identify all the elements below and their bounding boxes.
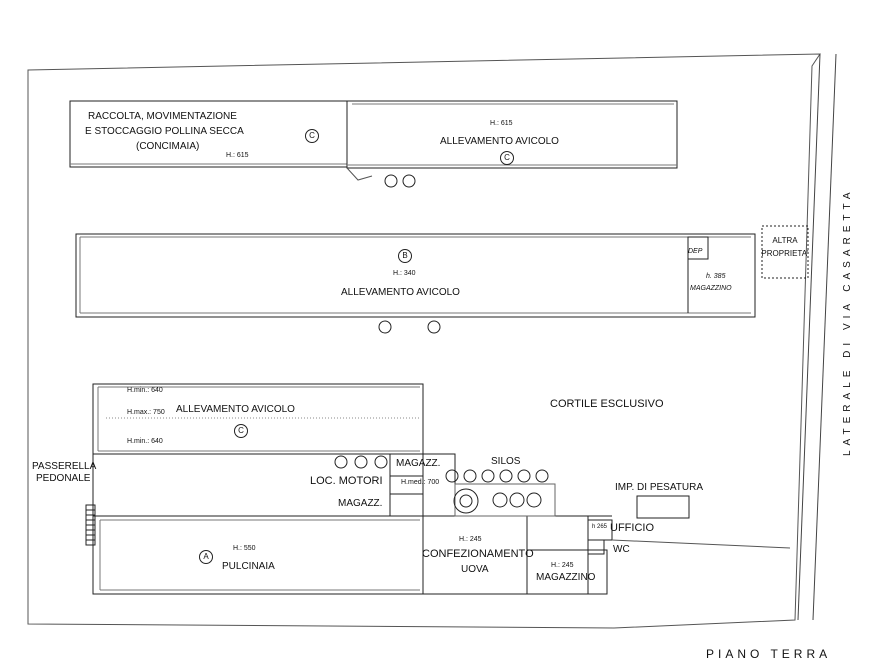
walkway-label-1: PASSERELLA bbox=[32, 461, 97, 472]
magazzino-small-name: MAGAZZINO bbox=[536, 572, 596, 583]
courtyard-label: CORTILE ESCLUSIVO bbox=[550, 398, 664, 410]
silos-group bbox=[334, 174, 549, 514]
building-allevamento-b bbox=[75, 233, 756, 318]
magazzino-small-height: H.: 245 bbox=[551, 562, 574, 569]
concimaia-line3: (CONCIMAIA) bbox=[136, 141, 200, 152]
wc-room bbox=[587, 539, 605, 555]
silos-area bbox=[454, 483, 556, 517]
concimaia-height: H.: 615 bbox=[226, 152, 249, 159]
ufficio-label: UFFICIO bbox=[610, 522, 654, 534]
road-line-left bbox=[797, 53, 821, 621]
top-right-marker: C bbox=[500, 151, 514, 165]
top-right-height: H.: 615 bbox=[490, 120, 513, 127]
store-height: h. 385 bbox=[706, 273, 726, 280]
concimaia-line2: E STOCCAGGIO POLLINA SECCA bbox=[85, 126, 244, 137]
altra-proprieta bbox=[761, 225, 809, 279]
confezionamento-line1: CONFEZIONAMENTO bbox=[422, 548, 534, 560]
building-pulcinaia bbox=[92, 515, 424, 595]
building-b-marker: B bbox=[398, 249, 412, 263]
pesatura-label: IMP. DI PESATURA bbox=[615, 482, 703, 493]
pulcinaia-name: PULCINAIA bbox=[222, 561, 275, 572]
pulcinaia-marker: A bbox=[199, 550, 213, 564]
magazz-top-label: MAGAZZ. bbox=[396, 458, 441, 469]
silos-label: SILOS bbox=[491, 456, 521, 467]
magazz-bottom-label: MAGAZZ. bbox=[338, 498, 383, 509]
plan-title: PIANO TERRA bbox=[706, 647, 832, 661]
neighbor-label-1: ALTRA bbox=[772, 236, 798, 245]
concimaia-line1: RACCOLTA, MOVIMENTAZIONE bbox=[88, 111, 237, 122]
building-c-hmax: H.max.: 750 bbox=[127, 409, 165, 416]
building-c-hmin2: H.min.: 640 bbox=[127, 438, 163, 445]
building-c-name: ALLEVAMENTO AVICOLO bbox=[176, 404, 295, 415]
road-line-right bbox=[812, 53, 837, 621]
hmed-label: H.med.: 700 bbox=[401, 479, 440, 486]
ufficio-room bbox=[587, 519, 613, 541]
road-label: LATERALE DI VIA CASARETTA bbox=[842, 187, 853, 456]
pulcinaia-height: H.: 550 bbox=[233, 545, 256, 552]
dep-label: DEP bbox=[688, 248, 703, 255]
building-c-marker: C bbox=[234, 424, 248, 438]
loc-motori-label: LOC. MOTORI bbox=[310, 475, 383, 487]
building-b-name: ALLEVAMENTO AVICOLO bbox=[341, 287, 460, 298]
confezionamento-height: H.: 245 bbox=[459, 536, 482, 543]
wc-label: WC bbox=[613, 544, 630, 555]
concimaia-marker: C bbox=[305, 129, 319, 143]
building-c-hmin1: H.min.: 640 bbox=[127, 387, 163, 394]
neighbor-label-2: PROPRIETA' bbox=[761, 249, 809, 258]
walkway-label-2: PEDONALE bbox=[36, 473, 91, 484]
store-label: MAGAZZINO bbox=[690, 285, 732, 292]
top-right-name: ALLEVAMENTO AVICOLO bbox=[440, 136, 559, 147]
building-allevamento-c-top bbox=[346, 100, 678, 169]
confezionamento-line2: UOVA bbox=[461, 564, 489, 575]
weigh-platform bbox=[636, 495, 690, 519]
ufficio-height: h 265 bbox=[592, 524, 608, 530]
building-b-height: H.: 340 bbox=[393, 270, 416, 277]
dep-room bbox=[687, 236, 709, 260]
